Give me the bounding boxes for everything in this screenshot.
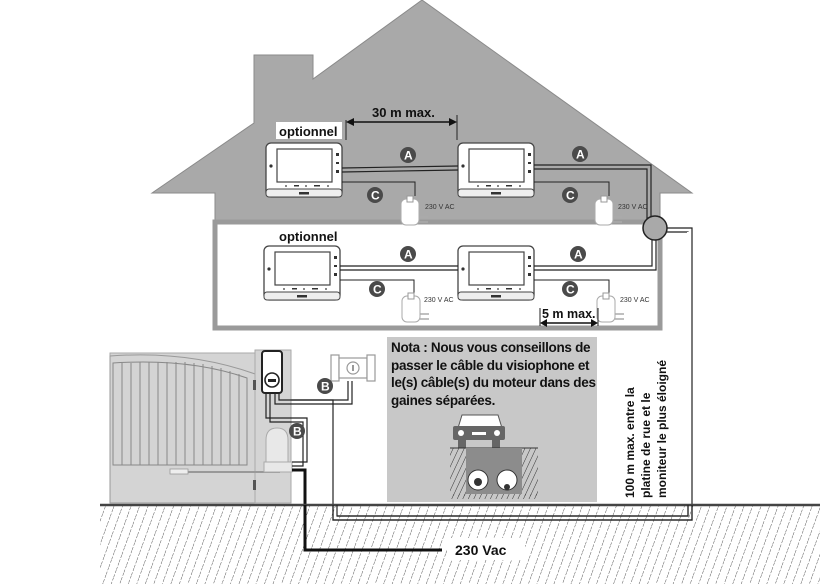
svg-text:C: C (373, 283, 382, 297)
badge-a: A (572, 146, 588, 162)
badge-b: B (289, 423, 305, 439)
cable-b (265, 381, 353, 467)
svg-text:A: A (404, 149, 413, 163)
junction-box (642, 215, 668, 241)
mains-label: 230 Vac (455, 542, 507, 558)
note-text: Nota : Nous vous conseillons de passer l… (391, 340, 596, 408)
badge-c: C (369, 281, 385, 297)
adapter-label-4: 230 V AC (620, 297, 650, 304)
badge-c: C (367, 187, 383, 203)
distance-30m-marker: 30 m max. (345, 105, 458, 140)
adapter-label-2: 230 V AC (618, 204, 648, 211)
svg-text:A: A (576, 148, 585, 162)
cable-a-lower (340, 240, 657, 271)
svg-text:platine de rue et le: platine de rue et le (639, 392, 653, 498)
distance-30m-label: 30 m max. (372, 105, 435, 120)
badge-a: A (570, 246, 586, 262)
optional-label-upper: optionnel (279, 124, 338, 139)
electric-lock-icon (330, 354, 376, 382)
svg-text:A: A (404, 248, 413, 262)
car-icon (453, 414, 505, 448)
cable-c-upper (342, 181, 610, 196)
badge-c: C (562, 281, 578, 297)
optional-label-lower: optionnel (279, 229, 338, 244)
max-distance-note: 100 m max. entre la platine de rue et le… (620, 350, 674, 500)
monitor-upper-left (265, 142, 343, 198)
monitor-lower-left (263, 245, 341, 301)
mains-label-box (447, 538, 525, 560)
cable-c-lower (340, 279, 610, 293)
adapter-label-3: 230 V AC (424, 297, 454, 304)
distance-5m-marker: 5 m max. (539, 307, 599, 327)
gate-motor (263, 427, 293, 473)
svg-text:C: C (371, 189, 380, 203)
distance-5m-label: 5 m max. (542, 307, 596, 321)
cable-a-upper (341, 164, 652, 220)
adapter-label-1: 230 V AC (425, 204, 455, 211)
door-station (261, 350, 283, 394)
svg-text:B: B (293, 425, 302, 439)
svg-text:100 m max. entre la: 100 m max. entre la (623, 387, 637, 498)
svg-text:C: C (566, 189, 575, 203)
badge-a: A (400, 246, 416, 262)
monitor-upper-right (457, 142, 535, 198)
badge-a: A (400, 147, 416, 163)
badge-c: C (562, 187, 578, 203)
lower-floor (212, 219, 663, 331)
house (150, 0, 694, 331)
svg-text:moniteur le plus éloigné: moniteur le plus éloigné (655, 360, 669, 498)
monitor-lower-right (457, 245, 535, 301)
badge-b: B (317, 378, 333, 394)
svg-text:A: A (574, 248, 583, 262)
svg-text:B: B (321, 380, 330, 394)
svg-text:C: C (566, 283, 575, 297)
optional-label-box-upper (276, 122, 342, 139)
underground-conduits (450, 447, 538, 499)
